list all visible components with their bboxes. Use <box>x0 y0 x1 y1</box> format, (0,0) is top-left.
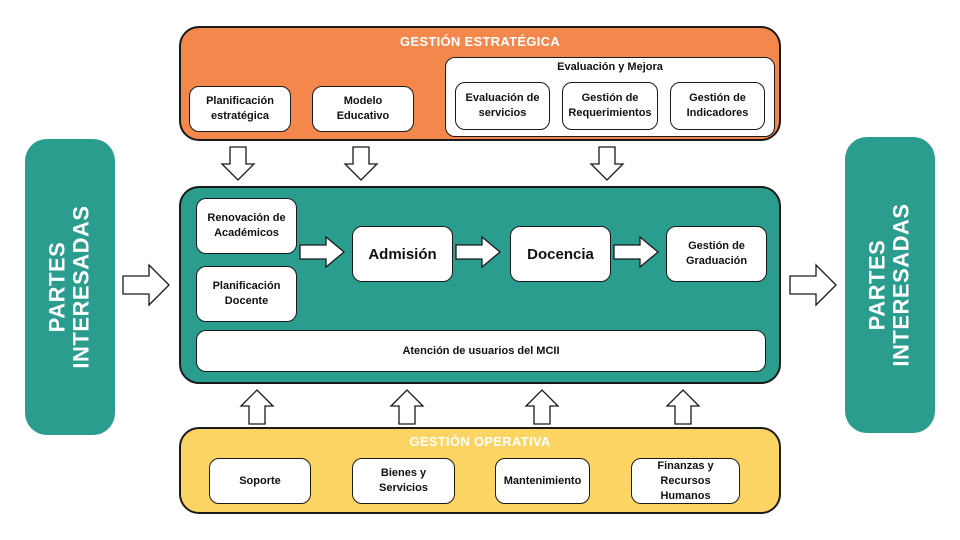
down-arrow-3 <box>589 146 625 181</box>
down-arrow-2 <box>343 146 379 181</box>
core-processes-group: Renovación de Académicos Planificación D… <box>179 186 781 384</box>
operational-management-title: GESTIÓN OPERATIVA <box>409 434 551 449</box>
goods-services-box: Bienes y Servicios <box>352 458 455 504</box>
admission-box: Admisión <box>352 226 453 282</box>
evaluation-improvement-title: Evaluación y Mejora <box>557 61 663 73</box>
maintenance-box: Mantenimiento <box>495 458 590 504</box>
requirements-management-box: Gestión de Requerimientos <box>562 82 658 130</box>
operational-management-group: GESTIÓN OPERATIVA Soporte Bienes y Servi… <box>179 427 781 514</box>
academic-renewal-box: Renovación de Académicos <box>196 198 297 254</box>
stakeholders-left-label: PARTES INTERESADAS <box>45 205 94 369</box>
evaluation-improvement-panel: Evaluación y Mejora Evaluación de servic… <box>445 57 775 137</box>
strategic-management-title: GESTIÓN ESTRATÉGICA <box>399 34 561 49</box>
user-support-box: Atención de usuarios del MCII <box>196 330 766 372</box>
up-arrow-3 <box>524 389 560 425</box>
down-arrow-1 <box>220 146 256 181</box>
graduation-management-box: Gestión de Graduación <box>666 226 767 282</box>
input-arrow-left <box>122 263 170 307</box>
indicators-management-box: Gestión de Indicadores <box>670 82 765 130</box>
strategic-management-group: GESTIÓN ESTRATÉGICA Planificación estrat… <box>179 26 781 141</box>
up-arrow-4 <box>665 389 701 425</box>
stakeholders-right-label: PARTES INTERESADAS <box>865 203 914 367</box>
educational-model-box: Modelo Educativo <box>312 86 414 132</box>
up-arrow-1 <box>239 389 275 425</box>
teaching-box: Docencia <box>510 226 611 282</box>
stakeholders-right-panel: PARTES INTERESADAS <box>845 137 935 433</box>
flow-arrow-to-graduation <box>613 235 660 269</box>
flow-arrow-to-teaching <box>455 235 502 269</box>
output-arrow-right <box>789 263 837 307</box>
stakeholders-left-panel: PARTES INTERESADAS <box>25 139 115 435</box>
finance-hr-box: Finanzas y Recursos Humanos <box>631 458 740 504</box>
support-box: Soporte <box>209 458 311 504</box>
teaching-planning-box: Planificación Docente <box>196 266 297 322</box>
up-arrow-2 <box>389 389 425 425</box>
flow-arrow-to-admission <box>299 235 346 269</box>
service-evaluation-box: Evaluación de servicios <box>455 82 550 130</box>
strategic-planning-box: Planificación estratégica <box>189 86 291 132</box>
